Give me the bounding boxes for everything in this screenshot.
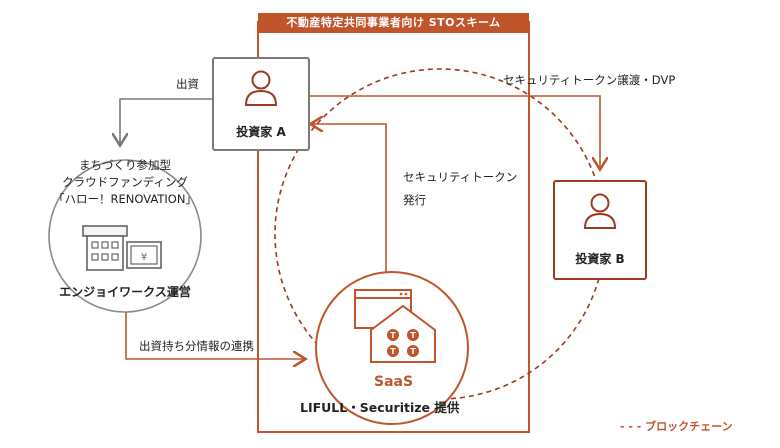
crowdfunding-line1: まちづくり参加型 [79, 158, 171, 172]
issuance-label-line1: セキュリティトークン [403, 170, 518, 184]
crowdfunding-operator: エンジョイワークス運営 [59, 285, 191, 299]
crowdfunding-line2: クラウドファンディング [62, 175, 188, 189]
issuance-label-line2: 発行 [403, 193, 426, 207]
investor-a-label: 投資家 A [236, 125, 286, 139]
house-token-icon: T T T T [354, 289, 436, 363]
crowdfunding-line3: 「ハロー！RENOVATION」 [53, 192, 197, 206]
building-icon: ¥ [82, 225, 162, 271]
transfer-arrow [308, 95, 600, 168]
person-icon [244, 70, 278, 106]
frame-title: 不動産特定共同事業者向け STOスキーム [258, 13, 529, 33]
issuance-arrow [312, 124, 387, 282]
info-link-label: 出資持ち分情報の連携 [139, 339, 254, 353]
saas-provider: LIFULL・Securitize 提供 [300, 400, 460, 415]
person-icon [583, 193, 617, 229]
svg-text:T: T [410, 331, 416, 340]
crowdfunding-circle [48, 159, 202, 313]
investment-label: 出資 [176, 77, 199, 91]
info-link-arrow [125, 312, 304, 359]
investor-b-label: 投資家 B [575, 252, 625, 266]
blockchain-legend: - - - ブロックチェーン [620, 420, 733, 433]
investment-arrow [120, 98, 212, 144]
svg-text:T: T [390, 347, 396, 356]
svg-text:T: T [410, 347, 416, 356]
svg-text:T: T [390, 331, 396, 340]
svg-text:¥: ¥ [141, 252, 147, 263]
investor-a-node: 投資家 A [212, 57, 310, 151]
transfer-label: セキュリティトークン譲渡・DVP [503, 73, 676, 87]
saas-label: SaaS [374, 374, 414, 390]
investor-b-node: 投資家 B [553, 180, 647, 280]
